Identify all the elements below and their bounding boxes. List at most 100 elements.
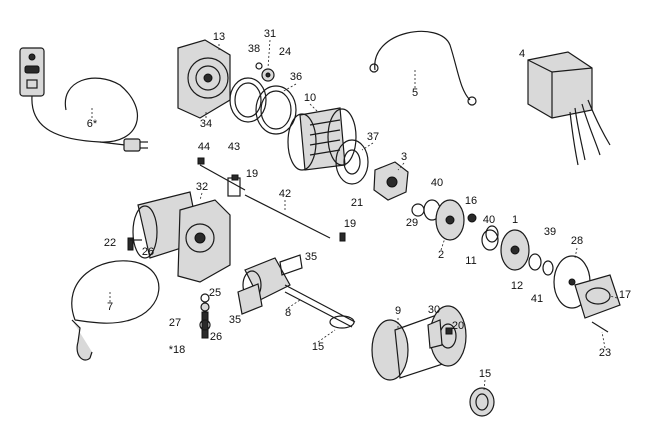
callout-32: 32 — [196, 181, 208, 193]
callout-44: 44 — [198, 141, 210, 153]
gear-housing-end-cover-part — [553, 255, 621, 333]
clutch-rod-assembly-part — [197, 157, 346, 242]
bushing-part — [237, 254, 303, 315]
svg-text:36: 36 — [290, 71, 302, 83]
callout-31: 31 — [264, 28, 276, 40]
callout-11: 11 — [465, 255, 476, 267]
svg-text:16: 16 — [465, 195, 477, 207]
svg-text:1: 1 — [512, 214, 518, 226]
svg-text:35: 35 — [229, 314, 241, 326]
callout-3: 3 — [401, 151, 407, 163]
callout-25: 25 — [209, 287, 221, 299]
callout-2: 2 — [438, 249, 444, 261]
cable-drum-part — [371, 305, 467, 381]
callout-42: 42 — [279, 188, 291, 200]
svg-text:3: 3 — [401, 151, 407, 163]
callout-35a: 35 — [305, 251, 317, 263]
bearing-and-screws-part — [255, 62, 275, 82]
svg-text:13: 13 — [213, 31, 225, 43]
svg-text:*18: *18 — [169, 344, 186, 356]
callout-40b: 40 — [483, 214, 495, 226]
ring-gear-part — [229, 77, 297, 135]
remote-control-part — [19, 47, 148, 152]
svg-text:26: 26 — [210, 331, 222, 343]
svg-text:31: 31 — [264, 28, 276, 40]
svg-text:37: 37 — [367, 131, 379, 143]
callout-9: 9 — [395, 305, 401, 317]
callout-26a: 26 — [142, 246, 154, 258]
callout-34: 34 — [200, 118, 212, 130]
callout-18: *18 — [169, 344, 186, 356]
svg-text:23: 23 — [599, 347, 611, 359]
svg-text:44: 44 — [198, 141, 210, 153]
svg-text:39: 39 — [544, 226, 556, 238]
battery-cable-part — [369, 30, 477, 106]
callout-41: 41 — [531, 293, 543, 305]
svg-text:9: 9 — [395, 305, 401, 317]
svg-text:15: 15 — [312, 341, 324, 353]
motor-end-housing-part — [177, 39, 231, 119]
callout-29: 29 — [406, 217, 418, 229]
callout-6: 6* — [87, 118, 98, 130]
svg-text:40: 40 — [483, 214, 495, 226]
wire-rope-hook-part — [71, 260, 160, 361]
drum-end-cap-part — [469, 387, 495, 417]
leader-lines — [91, 39, 618, 391]
svg-text:4: 4 — [519, 48, 525, 60]
brake-gear-housing-part — [373, 161, 409, 201]
callout-19a: 19 — [246, 168, 258, 180]
callout-17: 17 — [619, 289, 631, 301]
callout-36: 36 — [290, 71, 302, 83]
gasket-part — [335, 139, 369, 185]
callout-15a: 15 — [312, 341, 324, 353]
svg-text:43: 43 — [228, 141, 240, 153]
svg-text:2: 2 — [438, 249, 444, 261]
callout-8: 8 — [285, 307, 291, 319]
svg-text:7: 7 — [107, 301, 113, 313]
svg-text:24: 24 — [279, 46, 291, 58]
callout-35b: 35 — [229, 314, 241, 326]
callout-37: 37 — [367, 131, 379, 143]
cable-guide-bracket-part — [427, 319, 453, 349]
callout-27: 27 — [169, 317, 181, 329]
bolt-washer-part — [127, 237, 142, 251]
solenoid-control-box-part — [527, 51, 611, 166]
callout-38: 38 — [248, 43, 260, 55]
callout-28: 28 — [571, 235, 583, 247]
svg-text:38: 38 — [248, 43, 260, 55]
armature-stator-part — [287, 107, 357, 171]
callout-5: 5 — [412, 87, 418, 99]
callout-7: 7 — [107, 301, 113, 313]
callout-43: 43 — [228, 141, 240, 153]
motor-frame-assembly-part — [132, 191, 231, 283]
svg-text:40: 40 — [431, 177, 443, 189]
svg-text:34: 34 — [200, 118, 212, 130]
svg-text:19: 19 — [246, 168, 258, 180]
callout-24: 24 — [279, 46, 291, 58]
callout-26b: 26 — [210, 331, 222, 343]
callout-4: 4 — [519, 48, 525, 60]
svg-text:8: 8 — [285, 307, 291, 319]
svg-text:19: 19 — [344, 218, 356, 230]
svg-text:15: 15 — [479, 368, 491, 380]
svg-text:21: 21 — [351, 197, 363, 209]
callout-12: 12 — [511, 280, 523, 292]
svg-text:26: 26 — [142, 246, 154, 258]
planetary-gear-stage-one-part — [411, 199, 499, 251]
svg-text:25: 25 — [209, 287, 221, 299]
svg-text:35: 35 — [305, 251, 317, 263]
callout-23: 23 — [599, 347, 611, 359]
svg-text:6*: 6* — [87, 118, 98, 130]
svg-text:29: 29 — [406, 217, 418, 229]
callout-39: 39 — [544, 226, 556, 238]
callout-30: 30 — [428, 304, 440, 316]
svg-text:41: 41 — [531, 293, 543, 305]
svg-text:32: 32 — [196, 181, 208, 193]
callout-16: 16 — [465, 195, 477, 207]
svg-text:11: 11 — [465, 255, 476, 267]
callout-13: 13 — [213, 31, 225, 43]
callout-10: 10 — [304, 92, 316, 104]
svg-text:28: 28 — [571, 235, 583, 247]
svg-text:12: 12 — [511, 280, 523, 292]
